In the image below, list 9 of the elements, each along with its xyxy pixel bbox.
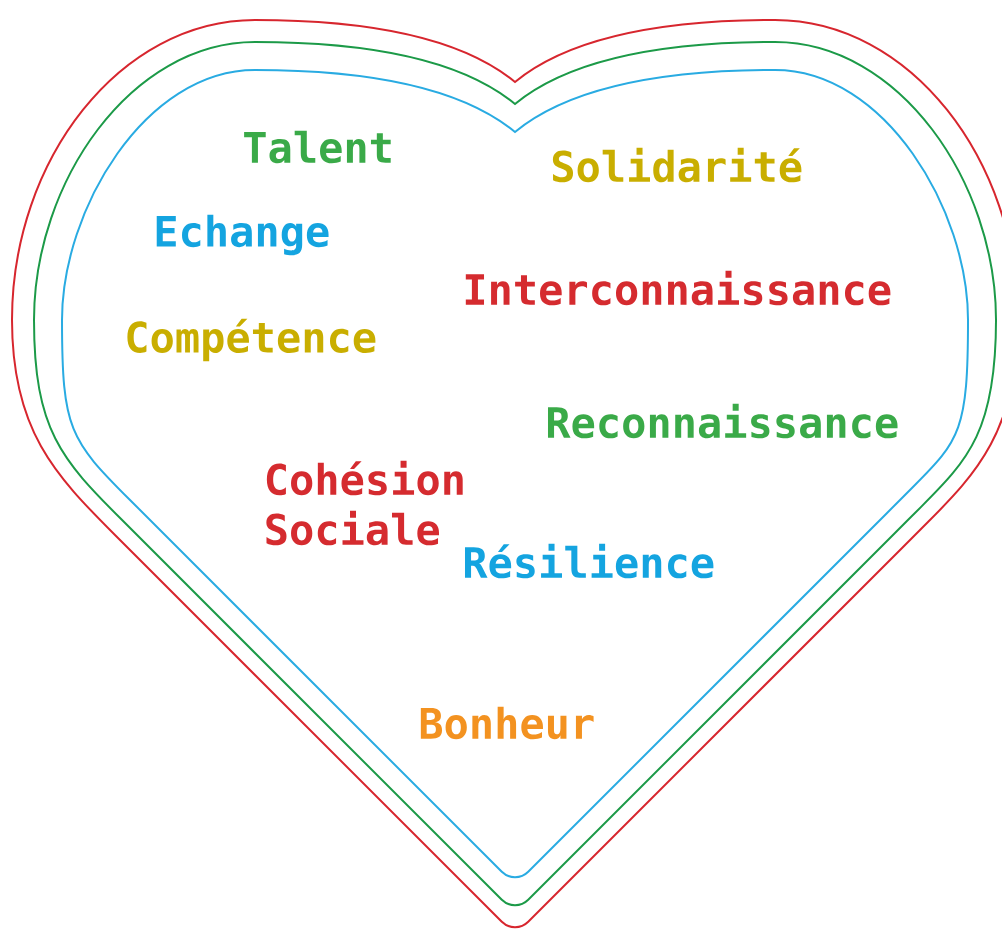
word: Compétence — [127, 318, 376, 362]
word: Solidarité — [552, 147, 802, 183]
word: Interconnaissance — [465, 270, 891, 306]
word: Echange — [156, 214, 329, 256]
word: Résilience — [465, 543, 714, 579]
word: Reconnaissance — [548, 403, 898, 439]
word: Talent — [244, 130, 391, 164]
word: Cohésion Sociale — [266, 460, 463, 546]
word: Bonheur — [420, 706, 594, 740]
